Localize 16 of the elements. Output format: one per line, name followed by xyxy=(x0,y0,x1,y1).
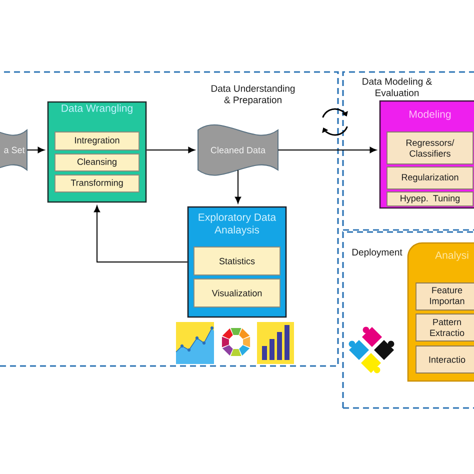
arrow xyxy=(234,170,242,204)
step-box: Interactio xyxy=(416,346,474,374)
arrow xyxy=(146,146,195,154)
arrow xyxy=(26,146,44,154)
step-box: Cleansing xyxy=(54,154,140,172)
arrow xyxy=(278,146,376,154)
step-box: Visualization xyxy=(194,278,280,308)
step-box: Hypep. Tuning xyxy=(386,192,474,206)
step-box: Intregration xyxy=(54,132,140,150)
step-box: Regularization xyxy=(386,166,474,190)
step-box: Statistics xyxy=(194,246,280,276)
step-box: Regressors/ Classifiers xyxy=(386,132,474,164)
step-box: Feature Importan xyxy=(416,282,474,310)
arrow xyxy=(94,206,188,262)
step-box: Transforming xyxy=(54,174,140,192)
step-box: Pattern Extractio xyxy=(416,314,474,342)
